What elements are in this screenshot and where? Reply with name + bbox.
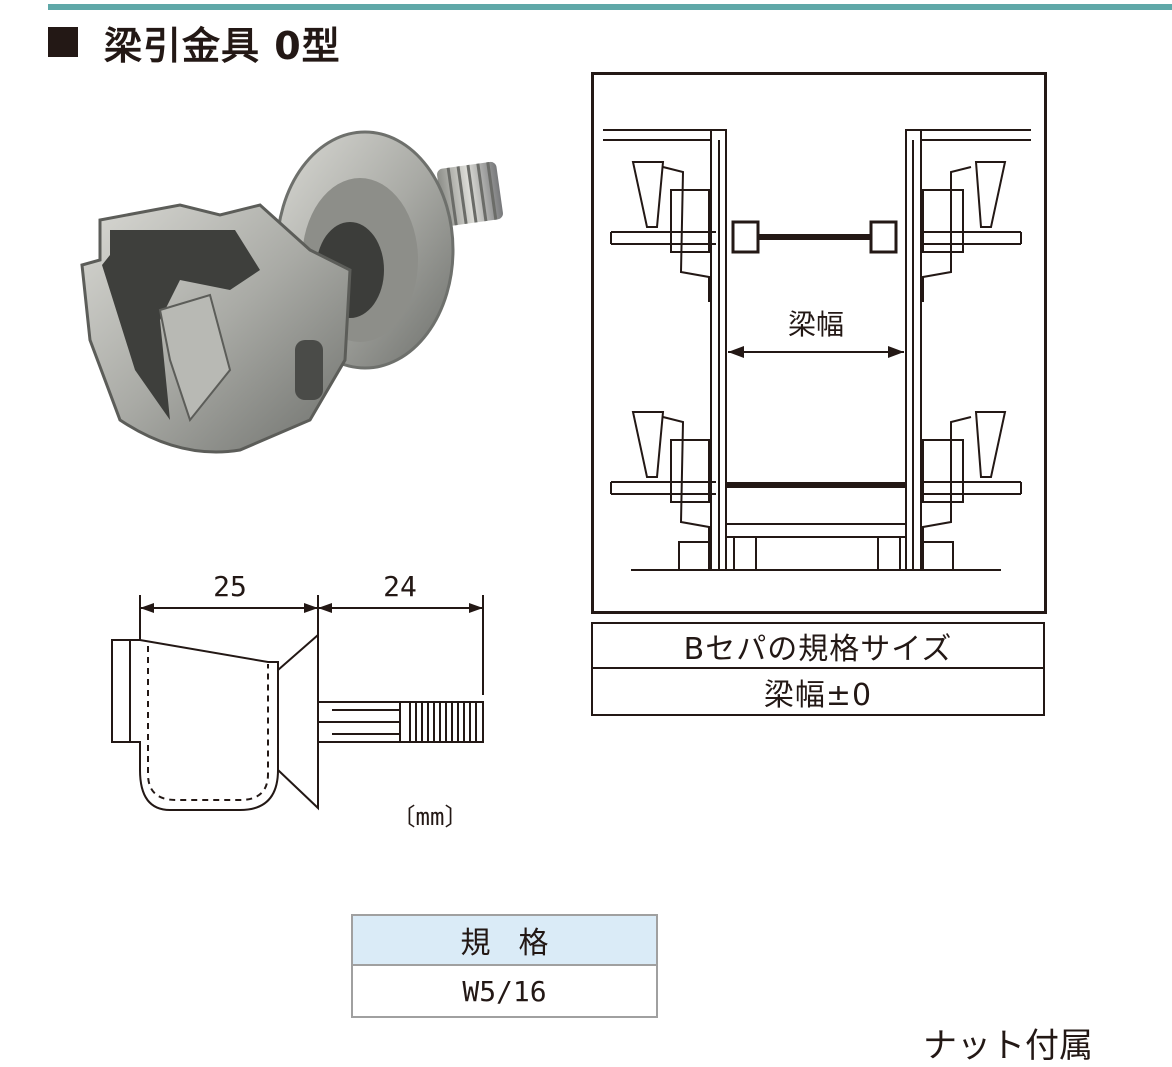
- square-bullet-icon: [48, 27, 78, 57]
- unit-label: 〔mm〕: [392, 803, 469, 831]
- page-title: 梁引金具 0型: [48, 16, 341, 68]
- dimension-drawing: 25 24 〔mm〕: [111, 570, 484, 831]
- spec-table: 規格 W5/16: [351, 914, 658, 1018]
- installation-diagram: 梁幅: [591, 72, 1047, 614]
- size-box-value: 梁幅±0: [763, 677, 873, 713]
- dim-right-label: 24: [383, 570, 417, 603]
- spec-table-header: 規格: [353, 916, 656, 966]
- beam-width-label: 梁幅: [788, 308, 844, 341]
- nut-included-note: ナット付属: [923, 1026, 1093, 1066]
- top-rule: [48, 4, 1172, 10]
- product-photo: [80, 130, 503, 454]
- dim-left-label: 25: [213, 570, 247, 603]
- size-box-header: Bセパの規格サイズ: [593, 624, 1043, 669]
- size-box: Bセパの規格サイズ 梁幅±0: [591, 622, 1045, 716]
- page-title-text: 梁引金具 0型: [104, 23, 341, 68]
- spec-table-value: W5/16: [462, 974, 547, 1008]
